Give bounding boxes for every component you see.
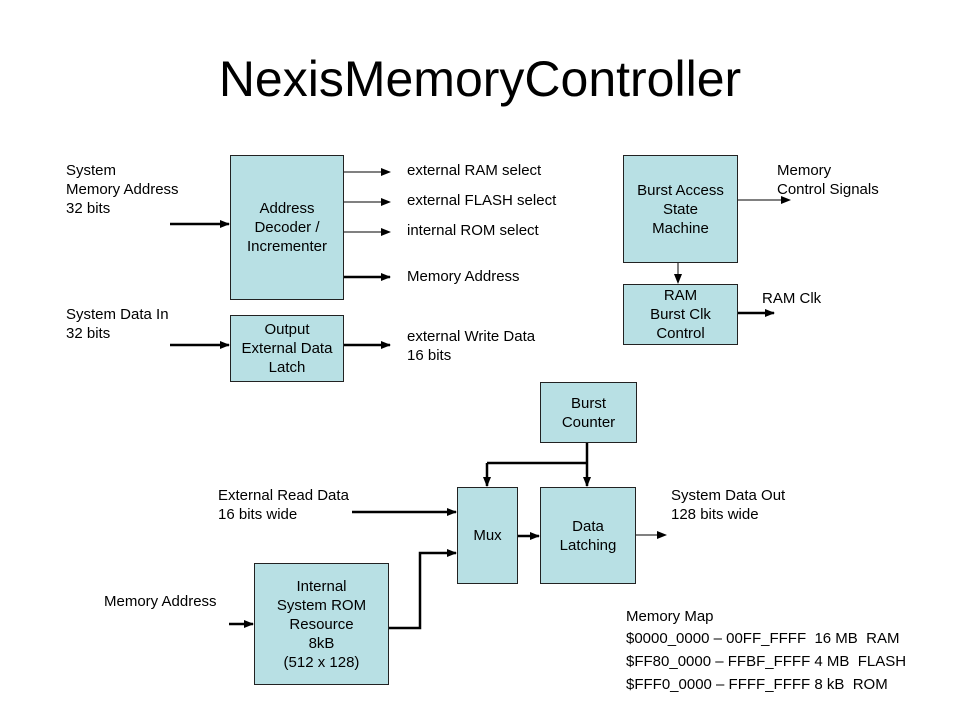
burst-counter-block: Burst Counter xyxy=(540,382,637,443)
ext-ram-select-label: external RAM select xyxy=(407,162,542,179)
burst-fsm-block: Burst Access State Machine xyxy=(623,155,738,263)
sys-data-out-label: System Data Out 128 bits wide xyxy=(671,487,786,523)
int-rom-select-label: internal ROM select xyxy=(407,222,539,239)
mux-block: Mux xyxy=(457,487,518,584)
sys-data-in-label: System Data In 32 bits xyxy=(66,306,169,342)
ram-clk-control-block: RAM Burst Clk Control xyxy=(623,284,738,345)
memory-map-heading: Memory Map xyxy=(626,608,714,625)
output-latch-block: Output External Data Latch xyxy=(230,315,344,382)
memory-map-entry: $0000_0000 – 00FF_FFFF 16 MB RAM xyxy=(626,630,900,647)
mem-control-signals-label: Memory Control Signals xyxy=(777,162,879,198)
rom-memory-address-label: Memory Address xyxy=(104,593,217,610)
sys-mem-addr-label: System Memory Address 32 bits xyxy=(66,162,179,217)
ext-read-data-label: External Read Data 16 bits wide xyxy=(218,487,349,523)
ext-flash-select-label: external FLASH select xyxy=(407,192,557,209)
internal-rom-block: Internal System ROM Resource 8kB (512 x … xyxy=(254,563,389,685)
memory-map-entry: $FF80_0000 – FFBF_FFFF 4 MB FLASH xyxy=(626,653,907,670)
data-latching-block: Data Latching xyxy=(540,487,636,584)
ram-clk-label: RAM Clk xyxy=(762,290,822,307)
wire-rom-to-mux xyxy=(389,549,457,630)
diagram-title: NexisMemoryController xyxy=(218,51,742,107)
address-decoder-block: Address Decoder / Incrementer xyxy=(230,155,344,300)
memory-map-entry: $FFF0_0000 – FFFF_FFFF 8 kB ROM xyxy=(626,676,888,693)
memory-address-out-label: Memory Address xyxy=(407,268,520,285)
ext-write-data-label: external Write Data 16 bits xyxy=(407,328,536,364)
